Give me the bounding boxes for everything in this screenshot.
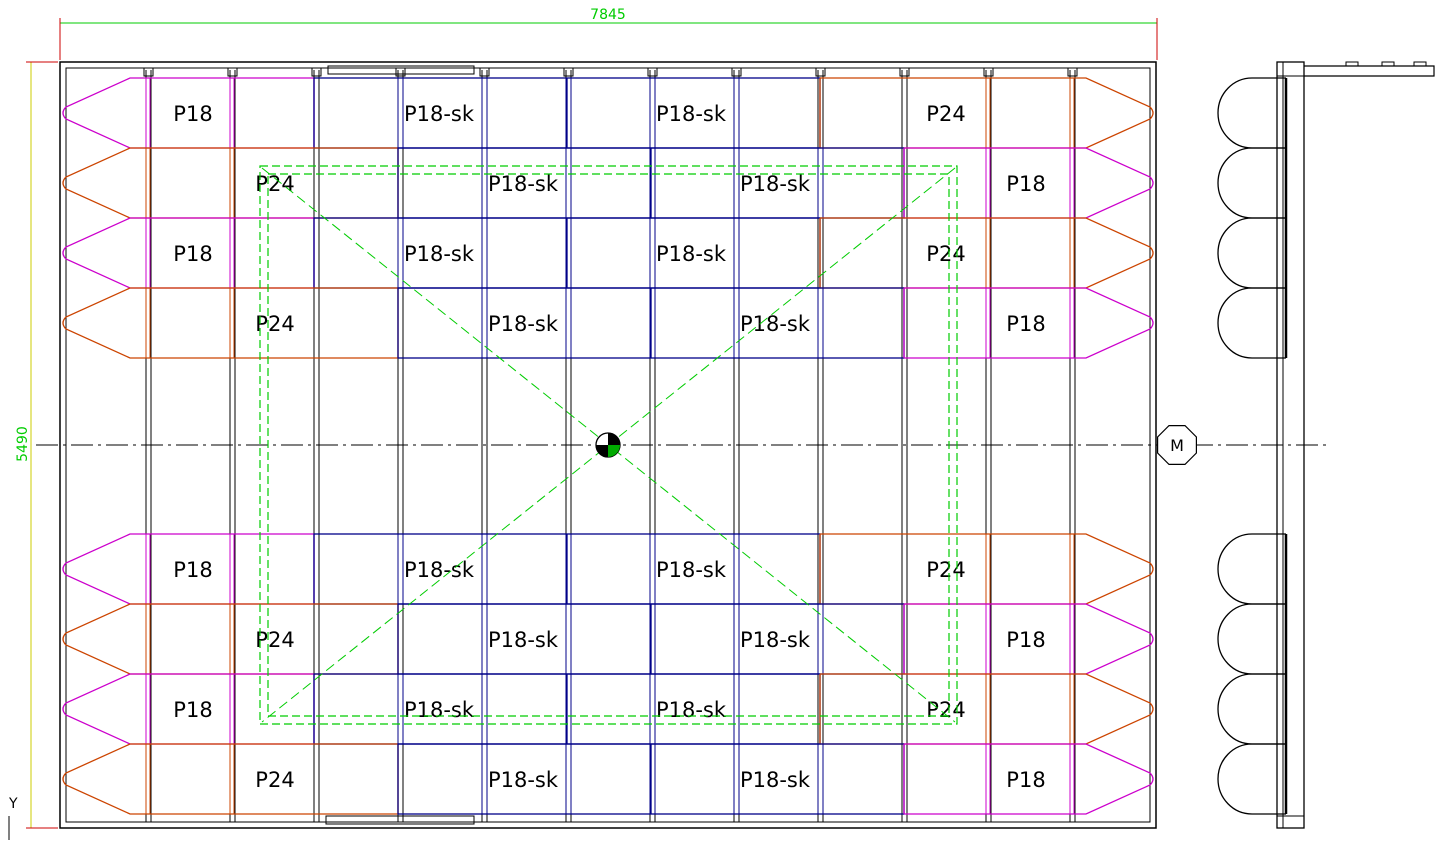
panel-label-p18sk: P18-sk — [404, 558, 475, 582]
panel-label-p18sk: P18-sk — [488, 768, 559, 792]
panel-left-p24 — [62, 743, 398, 815]
side-panel-arc — [1217, 673, 1286, 745]
side-cantilever-cap — [1381, 61, 1395, 67]
joist-cap — [1067, 67, 1078, 77]
dimension-width-label: 7845 — [590, 7, 626, 23]
side-cantilever — [1304, 65, 1435, 77]
panel-left-p24 — [62, 603, 398, 675]
panel-right-p18 — [904, 287, 1154, 359]
panel-label-p18: P18 — [1006, 628, 1045, 652]
guides-layer — [259, 165, 1198, 725]
panel-label-p24: P24 — [926, 558, 965, 582]
panel-left-p18 — [62, 217, 314, 289]
panel-left-p18 — [62, 77, 314, 149]
panel-label-p24: P24 — [926, 242, 965, 266]
side-panel-arc — [1217, 533, 1286, 605]
center-target-quadrant — [608, 433, 620, 445]
panel-label-p24: P24 — [255, 312, 294, 336]
panel-label-p18sk: P18-sk — [488, 628, 559, 652]
center-target-quadrant — [596, 445, 608, 457]
panel-label-p24: P24 — [255, 628, 294, 652]
panel-left-p18 — [62, 533, 314, 605]
panel-label-p18sk: P18-sk — [656, 698, 727, 722]
panel-right-p18 — [904, 743, 1154, 815]
joist-cap — [983, 67, 994, 77]
side-panel-arc — [1217, 77, 1286, 149]
side-panel-arc — [1217, 743, 1286, 815]
side-panel-arc — [1217, 287, 1286, 359]
panel-label-p18sk: P18-sk — [404, 698, 475, 722]
panel-label-p18: P18 — [173, 558, 212, 582]
panel-label-p18: P18 — [173, 698, 212, 722]
panel-label-p18sk: P18-sk — [656, 242, 727, 266]
panel-right-p18 — [904, 147, 1154, 219]
panel-right-p24 — [820, 77, 1154, 149]
panel-right-p24 — [820, 673, 1154, 745]
panel-label-p18: P18 — [1006, 312, 1045, 336]
joist-cap — [143, 67, 154, 77]
panel-left-p18 — [62, 673, 314, 745]
joist-cap — [311, 67, 322, 77]
panel-label-p18sk: P18-sk — [404, 102, 475, 126]
side-cantilever-cap — [1345, 61, 1359, 67]
panel-right-p24 — [820, 217, 1154, 289]
panel-label-p24: P24 — [926, 102, 965, 126]
guide-inner-rect — [267, 173, 950, 717]
joist-cap — [815, 67, 826, 77]
panel-left-p24 — [62, 147, 398, 219]
panel-label-p18: P18 — [1006, 768, 1045, 792]
panel-label-p24: P24 — [926, 698, 965, 722]
side-panel-arc — [1217, 603, 1286, 675]
joist-cap — [395, 67, 406, 77]
panel-label-p24: P24 — [255, 172, 294, 196]
marker-m-label: M — [1170, 436, 1184, 455]
panel-label-p18sk: P18-sk — [740, 172, 811, 196]
panel-right-p18 — [904, 603, 1154, 675]
marker-m-octagon-icon — [1156, 425, 1198, 465]
y-axis-label: Y — [8, 796, 18, 812]
panel-label-p18: P18 — [173, 102, 212, 126]
joist-cap — [647, 67, 658, 77]
joist-cap — [227, 67, 238, 77]
panel-label-p18sk: P18-sk — [740, 312, 811, 336]
panel-right-p24 — [820, 533, 1154, 605]
joist-cap — [899, 67, 910, 77]
panel-label-p18sk: P18-sk — [656, 558, 727, 582]
joist-cap — [563, 67, 574, 77]
side-panel-arc — [1217, 217, 1286, 289]
panel-label-p24: P24 — [255, 768, 294, 792]
side-view-layer — [1217, 61, 1435, 829]
side-wall-top — [1276, 61, 1305, 77]
panel-label-p18sk: P18-sk — [740, 768, 811, 792]
dimension-height-label: 5490 — [15, 426, 31, 462]
panel-label-p18: P18 — [1006, 172, 1045, 196]
panel-label-p18sk: P18-sk — [656, 102, 727, 126]
panel-label-p18sk: P18-sk — [740, 628, 811, 652]
side-cantilever-cap — [1413, 61, 1427, 67]
side-wall-bottom — [1276, 815, 1305, 829]
center-target-quadrant — [608, 445, 620, 457]
side-panel-arc — [1217, 147, 1286, 219]
joist-cap — [731, 67, 742, 77]
bottom-opening — [325, 815, 475, 825]
panel-label-p18sk: P18-sk — [488, 312, 559, 336]
panel-left-p24 — [62, 287, 398, 359]
top-opening — [327, 65, 475, 75]
joist-cap — [479, 67, 490, 77]
panel-label-p18sk: P18-sk — [404, 242, 475, 266]
panel-label-p18: P18 — [173, 242, 212, 266]
panel-label-p18sk: P18-sk — [488, 172, 559, 196]
guide-outer-rect — [259, 165, 958, 725]
